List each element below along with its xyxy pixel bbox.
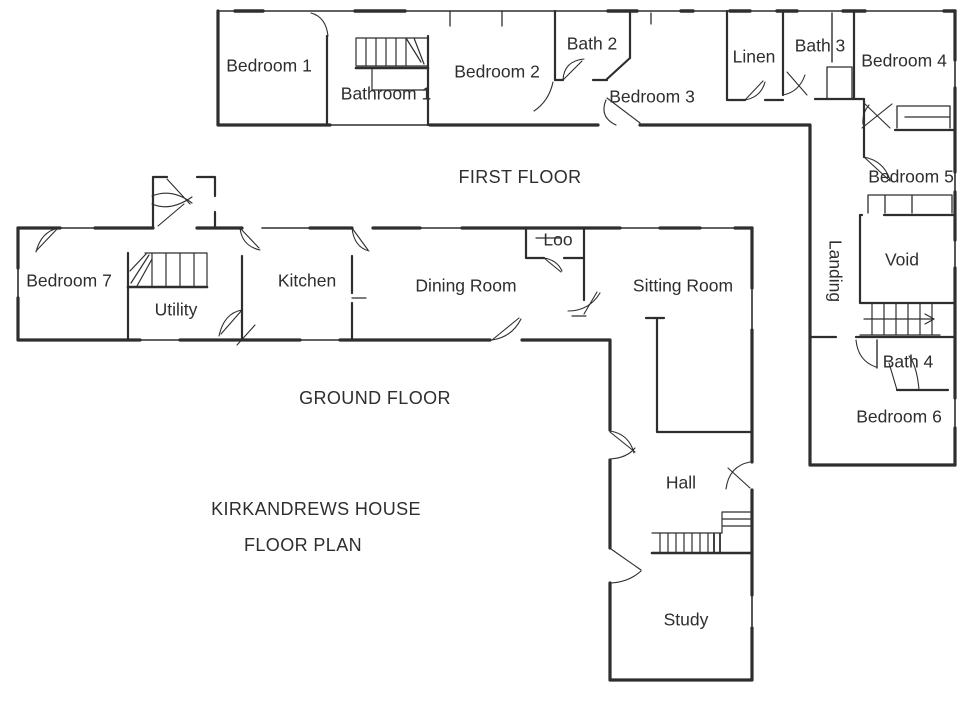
room-label-bath4: Bath 4: [882, 351, 934, 372]
ground-floor-caption: GROUND FLOOR: [299, 388, 451, 409]
bedroom4-wardrobe: [897, 106, 950, 128]
room-label-bedroom3: Bedroom 3: [609, 86, 695, 107]
room-label-bedroom2: Bedroom 2: [454, 61, 540, 82]
porch-walls: [153, 177, 215, 228]
first-floor-caption: FIRST FLOOR: [458, 167, 582, 188]
ground-floor-doors: [36, 179, 750, 583]
room-label-dining-room: Dining Room: [415, 275, 517, 296]
room-label-linen: Linen: [732, 46, 776, 67]
porch-door-marks: [152, 179, 192, 226]
room-label-bathroom1: Bathroom 1: [340, 83, 432, 104]
stairs-hall: [652, 512, 750, 553]
stairs-void: [860, 303, 940, 335]
room-label-loo: Loo: [543, 229, 573, 250]
stairs-bathroom1: [356, 38, 428, 90]
stairs-direction-arrow: [864, 314, 934, 324]
house-name-title: KIRKANDREWS HOUSE: [211, 499, 421, 520]
first-floor-partitions: [327, 11, 955, 390]
plan-name-title: FLOOR PLAN: [243, 535, 363, 556]
bedroom5-wardrobe: [868, 195, 952, 213]
room-label-kitchen: Kitchen: [277, 270, 337, 291]
room-label-bedroom1: Bedroom 1: [226, 55, 312, 76]
ground-floor-partitions: [128, 228, 752, 432]
room-label-landing: Landing: [825, 239, 846, 303]
hatch-and-marks: [352, 238, 586, 316]
bath-partition-lines: [832, 13, 877, 368]
stairs-utility: [128, 253, 207, 287]
room-label-bedroom7: Bedroom 7: [26, 270, 112, 291]
first-floor-doors: [311, 13, 919, 390]
first-floor-walls: [218, 11, 955, 465]
room-label-bath2: Bath 2: [566, 33, 618, 54]
room-label-sitting-room: Sitting Room: [632, 275, 734, 296]
shower-tray: [827, 67, 852, 99]
room-label-bedroom4: Bedroom 4: [861, 50, 947, 71]
room-label-utility: Utility: [154, 299, 198, 320]
room-label-bath3: Bath 3: [794, 35, 846, 56]
room-label-study: Study: [663, 609, 709, 630]
room-label-bedroom5: Bedroom 5: [868, 166, 954, 187]
room-label-hall: Hall: [665, 472, 697, 493]
ground-floor-walls: [18, 177, 752, 680]
room-label-bedroom6: Bedroom 6: [856, 406, 942, 427]
window-stubs: [450, 11, 651, 26]
room-label-void: Void: [884, 249, 920, 270]
